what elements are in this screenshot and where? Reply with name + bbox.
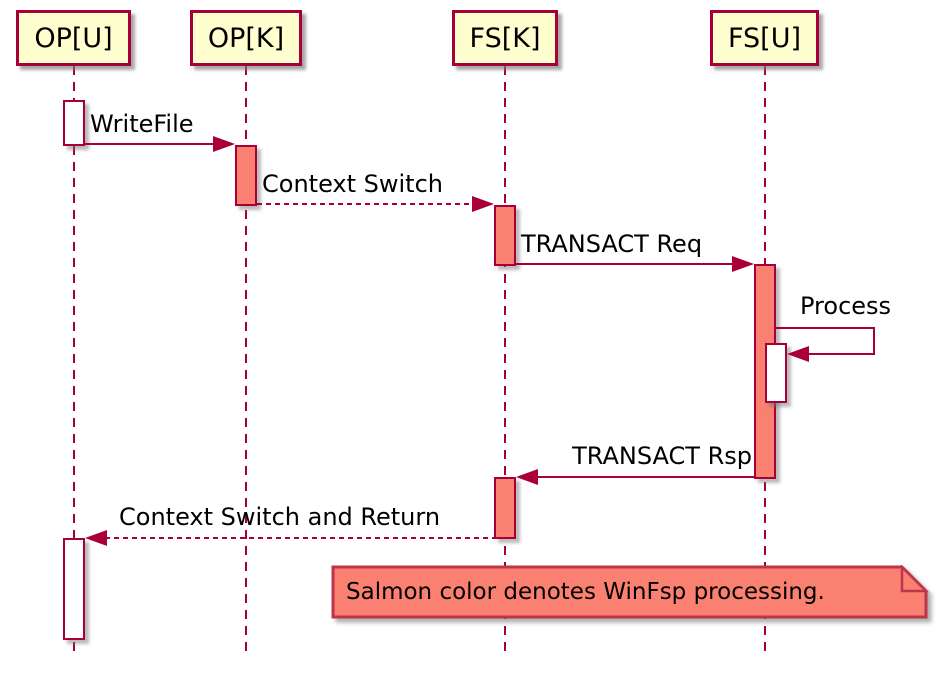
message-transact-req-arrowhead-icon [732, 256, 754, 272]
message-context-switch-return-line [105, 537, 494, 539]
message-process-label: Process [800, 292, 892, 320]
participant-fs-u-label: FS[U] [727, 22, 802, 54]
lifeline-op-k [245, 66, 247, 653]
message-context-switch-return-label: Context Switch and Return [119, 503, 441, 531]
participant-op-u: OP[U] [16, 10, 131, 66]
activation-op-u-start [63, 100, 85, 146]
participant-op-k: OP[K] [190, 10, 302, 66]
message-context-switch-label: Context Switch [262, 170, 443, 198]
message-context-switch-line [257, 203, 474, 205]
participant-op-u-label: OP[U] [34, 22, 113, 54]
message-transact-rsp-line [536, 476, 754, 478]
activation-fs-u-process [765, 343, 787, 403]
message-transact-rsp-label: TRANSACT Rsp [572, 442, 752, 470]
participant-fs-k: FS[K] [452, 10, 558, 66]
activation-fs-k-req [494, 205, 516, 266]
lifeline-fs-k [504, 66, 506, 653]
message-transact-req-line [516, 263, 734, 265]
message-context-switch-arrowhead-icon [472, 196, 494, 212]
message-process-line-out [776, 327, 875, 329]
participant-op-k-label: OP[K] [207, 22, 285, 54]
activation-op-u-return [63, 538, 85, 640]
message-writefile-label: WriteFile [90, 110, 194, 138]
message-context-switch-return-arrowhead-icon [85, 530, 107, 546]
activation-op-k [235, 145, 257, 206]
note-shape [331, 565, 930, 619]
note-fold-corner-icon [900, 565, 930, 593]
message-writefile-line [85, 143, 215, 145]
lifeline-op-u [73, 66, 75, 653]
message-process-arrowhead-icon [787, 346, 809, 362]
participant-fs-k-label: FS[K] [469, 22, 541, 54]
message-process-line-back [807, 353, 875, 355]
message-writefile-arrowhead-icon [213, 136, 235, 152]
message-process-line-down [873, 327, 875, 355]
message-transact-req-label: TRANSACT Req [521, 230, 703, 258]
participant-fs-u: FS[U] [710, 10, 819, 66]
message-transact-rsp-arrowhead-icon [516, 469, 538, 485]
note-text: Salmon color denotes WinFsp processing. [346, 578, 825, 605]
activation-fs-k-rsp [494, 477, 516, 539]
